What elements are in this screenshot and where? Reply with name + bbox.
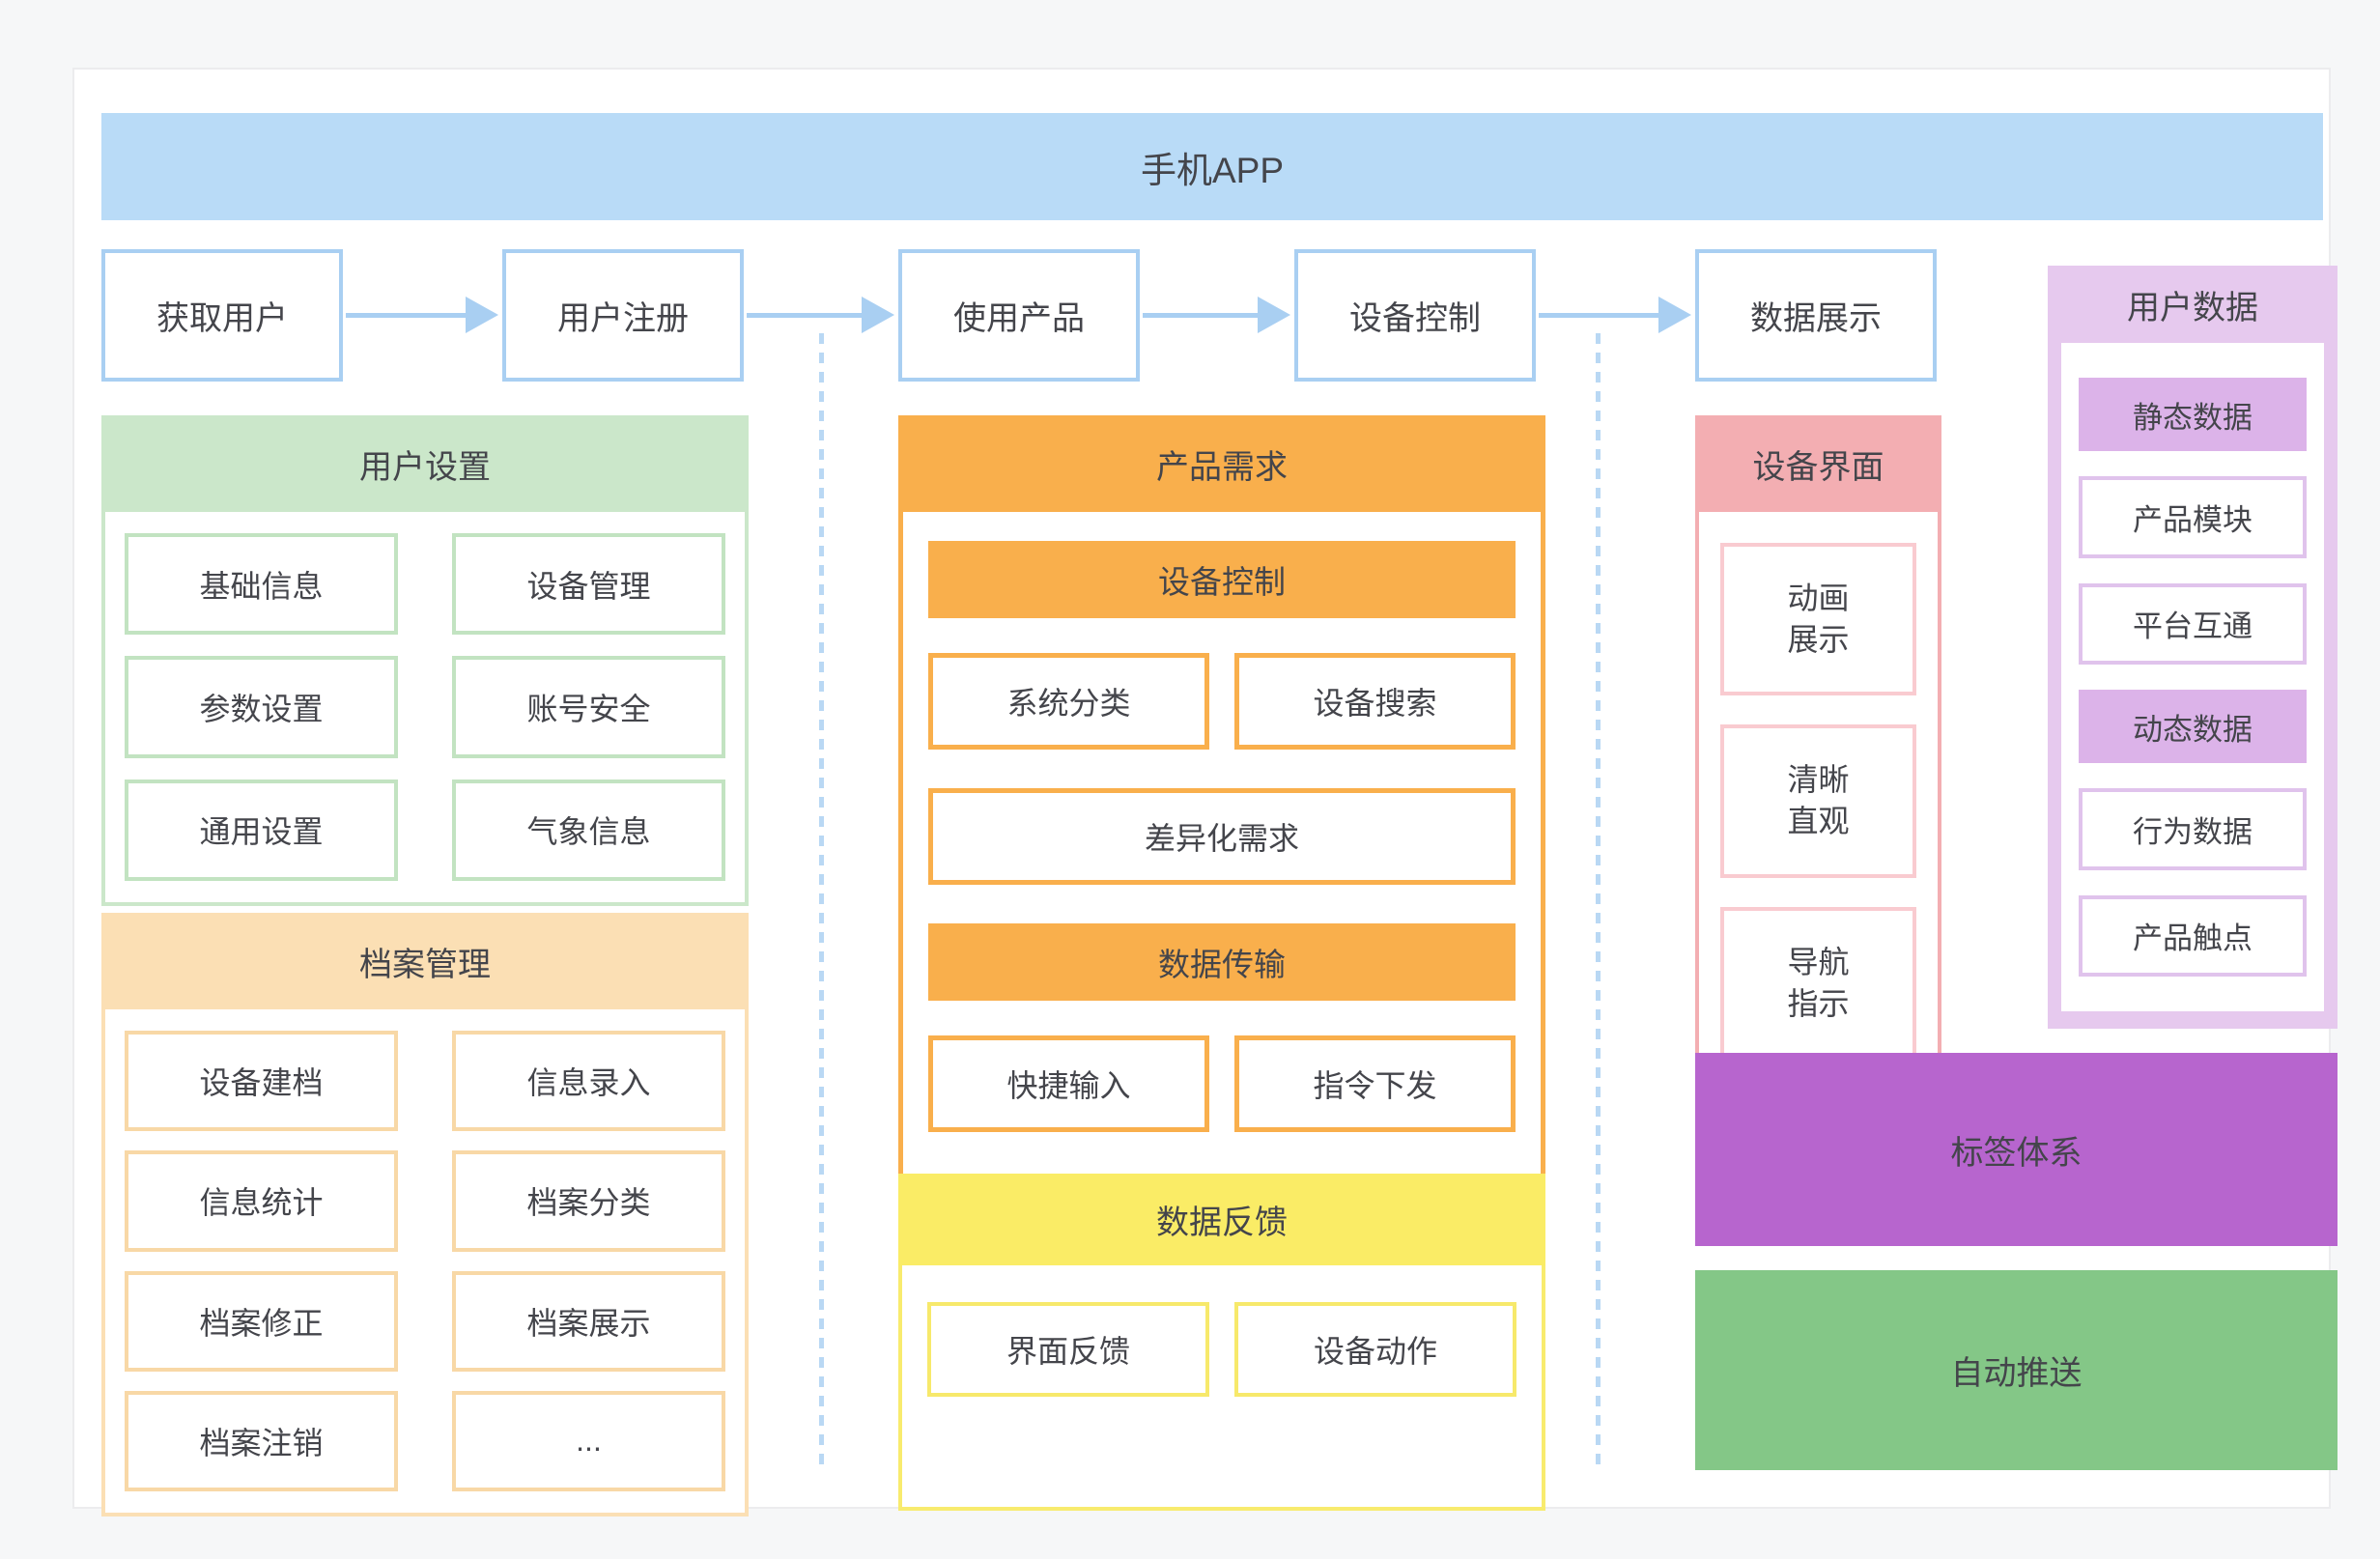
subsection-items: 界面反馈 设备动作 <box>927 1302 1516 1397</box>
flow-arrow-icon <box>346 297 498 333</box>
flow-step-label: 用户注册 <box>557 300 689 337</box>
section-title: 用户设置 <box>359 448 491 486</box>
section-header: 产品需求 <box>898 415 1545 512</box>
subsection-header-device-control: 设备控制 <box>928 541 1516 618</box>
grid-item: 信息录入 <box>452 1031 725 1132</box>
grid-item: 系统分类 <box>928 653 1209 750</box>
section-body: 设备建档 信息录入 信息统计 档案分类 档案修正 档案展示 档案注销 ... <box>101 1009 749 1516</box>
flow-step-label: 数据展示 <box>1750 300 1882 337</box>
app-banner-label: 手机APP <box>1140 150 1285 190</box>
grid-item: 参数设置 <box>125 656 398 758</box>
grid-item: 信息统计 <box>125 1150 398 1252</box>
grid-item: 账号安全 <box>452 656 725 758</box>
section-header: 档案管理 <box>101 913 749 1009</box>
flow-step-register: 用户注册 <box>502 249 744 382</box>
flow-arrow-icon <box>1539 297 1691 333</box>
grid-item: 动画 展示 <box>1720 543 1916 696</box>
section-header: 用户数据 <box>2048 266 2338 343</box>
section-user-settings: 用户设置 基础信息 设备管理 参数设置 账号安全 通用设置 气象信息 <box>101 415 749 906</box>
section-header: 数据反馈 <box>898 1174 1545 1265</box>
section-body: 设备控制 系统分类 设备搜索 差异化需求 数据传输 快捷输入 指令下发 <box>898 512 1545 1203</box>
flow-step-device-control: 设备控制 <box>1294 249 1536 382</box>
grid-item: 基础信息 <box>125 533 398 636</box>
section-body: 动画 展示 清晰 直观 导航 指示 <box>1695 512 1941 1094</box>
block-tag-system: 标签体系 <box>1695 1053 2338 1246</box>
block-label: 自动推送 <box>1950 1355 2082 1392</box>
grid-item: 产品触点 <box>2079 894 2307 977</box>
grid-item-dynamic-data: 动态数据 <box>2079 689 2307 764</box>
section-header: 用户设置 <box>101 415 749 512</box>
section-archive-management: 档案管理 设备建档 信息录入 信息统计 档案分类 档案修正 档案展示 档案注销 … <box>101 913 749 1516</box>
grid-item: 界面反馈 <box>927 1302 1209 1397</box>
dotted-separator <box>1596 333 1601 1468</box>
grid-item: 行为数据 <box>2079 788 2307 870</box>
block-auto-push: 自动推送 <box>1695 1270 2338 1470</box>
grid-item: 档案展示 <box>452 1270 725 1372</box>
section-product-requirements: 产品需求 设备控制 系统分类 设备搜索 差异化需求 数据传输 快捷输入 指令下发 <box>898 415 1545 1203</box>
section-body: 静态数据 产品模块 平台互通 动态数据 行为数据 产品触点 <box>2061 343 2324 1011</box>
flow-step-data-display: 数据展示 <box>1695 249 1937 382</box>
grid-item: 档案注销 <box>125 1390 398 1491</box>
section-header: 设备界面 <box>1695 415 1941 512</box>
flow-arrow-icon <box>1143 297 1290 333</box>
grid-item: 设备动作 <box>1234 1302 1516 1397</box>
subsection-header-data-transfer: 数据传输 <box>928 923 1516 1001</box>
section-user-data: 用户数据 静态数据 产品模块 平台互通 动态数据 行为数据 产品触点 <box>2048 266 2338 1029</box>
grid-item: 产品模块 <box>2079 476 2307 558</box>
section-data-feedback: 数据反馈 界面反馈 设备动作 <box>898 1174 1545 1511</box>
flow-arrow-icon <box>747 297 894 333</box>
block-label: 标签体系 <box>1950 1134 2082 1172</box>
grid-item: 通用设置 <box>125 779 398 881</box>
section-title: 用户数据 <box>2127 289 2258 326</box>
grid-item: 平台互通 <box>2079 582 2307 665</box>
app-banner: 手机APP <box>101 113 2323 220</box>
grid-item: 清晰 直观 <box>1720 724 1916 878</box>
dotted-separator <box>819 333 824 1468</box>
grid-item: 指令下发 <box>1234 1035 1516 1132</box>
flow-step-label: 使用产品 <box>953 300 1085 337</box>
grid-item: 气象信息 <box>452 779 725 881</box>
flow-step-use-product: 使用产品 <box>898 249 1140 382</box>
grid-item: 设备管理 <box>452 533 725 636</box>
section-device-interface: 设备界面 动画 展示 清晰 直观 导航 指示 <box>1695 415 1941 1094</box>
grid-item: 设备搜索 <box>1234 653 1516 750</box>
section-title: 设备界面 <box>1752 448 1884 486</box>
grid-item: 档案修正 <box>125 1270 398 1372</box>
grid-item: ... <box>452 1390 725 1491</box>
subsection-items: 系统分类 设备搜索 <box>928 653 1516 750</box>
grid-item-differentiated-needs: 差异化需求 <box>928 788 1516 885</box>
flow-step-label: 设备控制 <box>1349 300 1481 337</box>
grid-item-static-data: 静态数据 <box>2079 378 2307 452</box>
flow-step-acquire-users: 获取用户 <box>101 249 343 382</box>
flow-step-label: 获取用户 <box>156 300 288 337</box>
section-title: 产品需求 <box>1156 448 1288 486</box>
section-body: 界面反馈 设备动作 <box>898 1265 1545 1511</box>
section-body: 基础信息 设备管理 参数设置 账号安全 通用设置 气象信息 <box>101 512 749 906</box>
section-title: 档案管理 <box>359 946 491 983</box>
grid-item: 档案分类 <box>452 1150 725 1252</box>
grid-item: 快捷输入 <box>928 1035 1209 1132</box>
grid-item: 设备建档 <box>125 1031 398 1132</box>
section-title: 数据反馈 <box>1156 1205 1288 1241</box>
subsection-items: 快捷输入 指令下发 <box>928 1035 1516 1132</box>
grid-item: 导航 指示 <box>1720 906 1916 1060</box>
